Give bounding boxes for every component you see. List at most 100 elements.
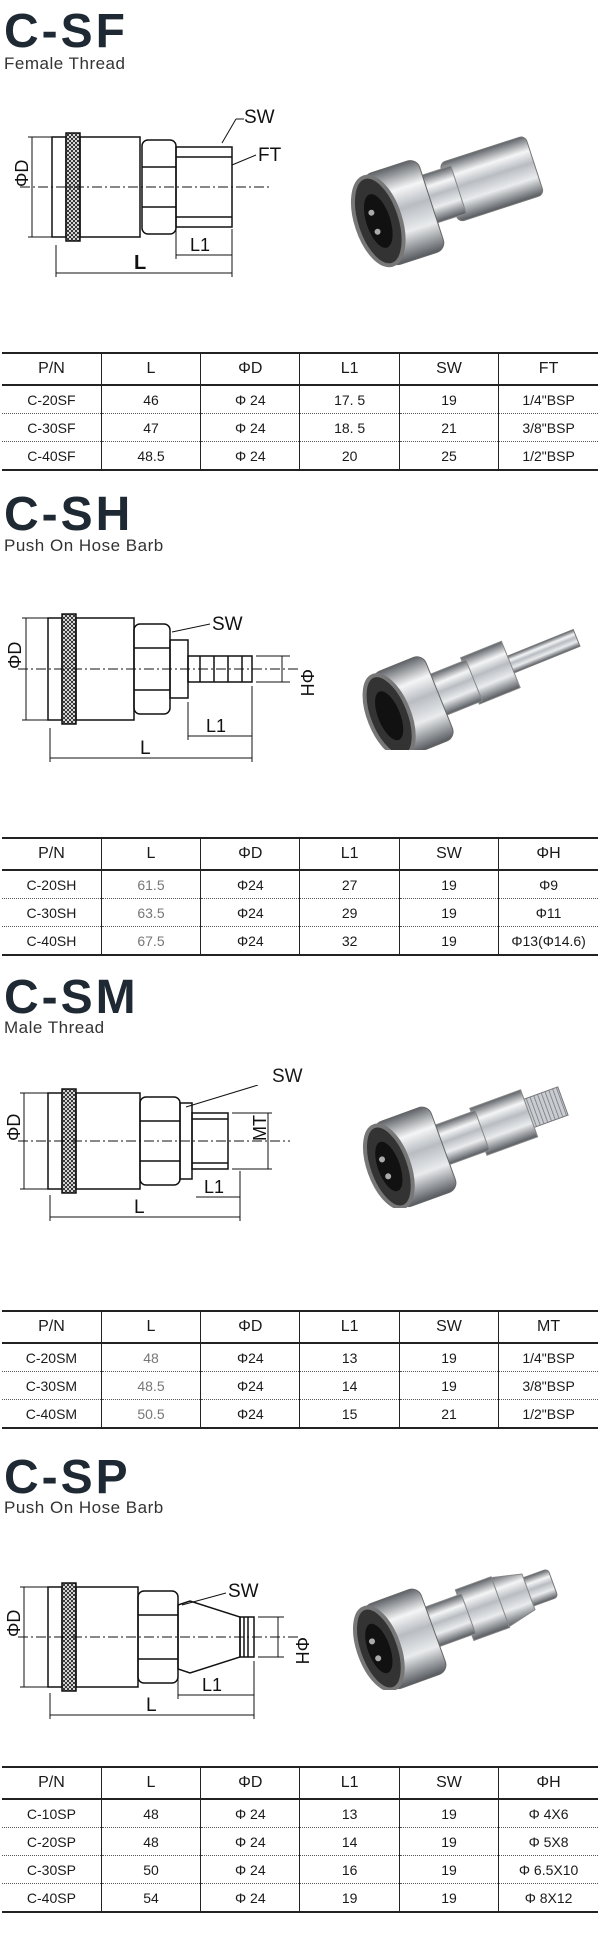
spec-table: P/N L ΦD L1 SW FT C-20SF 46 Φ 24 17. 5 1…	[2, 352, 598, 471]
table-cell: 48	[100, 1827, 201, 1856]
table-header-row: P/N L ΦD L1 SW ΦH	[2, 1766, 598, 1800]
table-cell: Φ 24	[200, 441, 300, 471]
table-cell: C-40SH	[2, 926, 102, 956]
column-header: P/N	[2, 1310, 102, 1344]
table-cell: C-10SP	[2, 1799, 102, 1828]
table-cell: 32	[299, 926, 400, 956]
table-cell: 21	[398, 1399, 499, 1429]
product-photo	[362, 628, 581, 750]
column-header: ΦD	[200, 837, 300, 871]
spec-table: P/N L ΦD L1 SW MT C-20SM 48 Φ24 13 19 1/…	[2, 1310, 598, 1429]
table-cell: 19	[398, 1883, 499, 1913]
dim-label-d: ΦD	[4, 1610, 24, 1637]
column-header: SW	[398, 837, 499, 871]
dim-label-l1: L1	[206, 716, 226, 736]
table-cell: Φ24	[200, 870, 300, 899]
table-cell: 47	[100, 413, 201, 442]
column-header: ΦD	[200, 352, 300, 386]
dim-label-d: ΦD	[5, 642, 25, 669]
column-header: MT	[498, 1310, 598, 1344]
table-cell: Φ 24	[200, 1855, 300, 1884]
table-cell: 13	[299, 1343, 400, 1372]
column-header: L	[100, 1310, 201, 1344]
table-cell: 48.5	[100, 441, 201, 471]
table-header-row: P/N L ΦD L1 SW FT	[2, 352, 598, 386]
dim-label-l: L	[140, 738, 151, 759]
table-cell: 19	[398, 1799, 499, 1828]
table-cell: 17. 5	[299, 385, 400, 414]
column-header: SW	[398, 1310, 499, 1344]
table-row: C-30SF 47 Φ 24 18. 5 21 3/8"BSP	[2, 413, 598, 442]
table-cell: Φ 24	[200, 413, 300, 442]
table-row: C-40SM 50.5 Φ24 15 21 1/2"BSP	[2, 1399, 598, 1429]
column-header: L1	[299, 352, 400, 386]
table-cell: 19	[398, 926, 499, 956]
table-cell: Φ24	[200, 1343, 300, 1372]
table-cell: 14	[299, 1827, 400, 1856]
table-cell: 1/4"BSP	[498, 1343, 598, 1372]
section-subtitle: Male Thread	[4, 1018, 105, 1037]
table-row: C-40SF 48.5 Φ 24 20 25 1/2"BSP	[2, 441, 598, 471]
dim-label-end: ΦH	[297, 669, 317, 696]
section-subtitle: Push On Hose Barb	[4, 1498, 164, 1517]
table-cell: 19	[398, 1343, 499, 1372]
table-cell: C-30SM	[2, 1371, 102, 1400]
table-cell: 19	[398, 870, 499, 899]
table-cell: Φ 5X8	[498, 1827, 598, 1856]
dim-label-d: ΦD	[12, 160, 32, 187]
table-cell: 29	[299, 898, 400, 927]
table-cell: C-40SP	[2, 1883, 102, 1913]
technical-drawing: ΦD SW FT L1 L	[12, 107, 282, 277]
table-cell: 19	[398, 1371, 499, 1400]
column-header: L1	[299, 1766, 400, 1800]
table-cell: Φ 6.5X10	[498, 1855, 598, 1884]
spec-table: P/N L ΦD L1 SW ΦH C-20SH 61.5 Φ24 27 19 …	[2, 837, 598, 956]
table-cell: 18. 5	[299, 413, 400, 442]
table-row: C-30SP 50 Φ 24 16 19 Φ 6.5X10	[2, 1855, 598, 1884]
dim-label-l: L	[134, 252, 146, 274]
section-c-sh: C-SH Push On Hose Barb ΦD SW ΦH L1 L	[0, 480, 600, 960]
dim-label-l: L	[146, 1695, 157, 1716]
dim-label-d: ΦD	[4, 1114, 24, 1141]
table-cell: 46	[100, 385, 201, 414]
table-cell: C-20SH	[2, 870, 102, 899]
table-cell: Φ11	[498, 898, 598, 927]
table-cell: C-20SM	[2, 1343, 102, 1372]
table-cell: C-30SP	[2, 1855, 102, 1884]
technical-drawing: ΦD MT L1 L	[4, 1085, 290, 1221]
column-header: L	[100, 1766, 201, 1800]
table-cell: C-20SF	[2, 385, 102, 414]
column-header: L	[100, 837, 201, 871]
table-cell: 13	[299, 1799, 400, 1828]
table-cell: C-30SH	[2, 898, 102, 927]
table-cell: 19	[398, 1855, 499, 1884]
table-cell: 25	[398, 441, 499, 471]
dim-label-sw: SW	[244, 107, 275, 128]
table-cell: C-30SF	[2, 413, 102, 442]
table-cell: 19	[398, 898, 499, 927]
product-photo	[350, 136, 544, 268]
table-header-row: P/N L ΦD L1 SW MT	[2, 1310, 598, 1344]
table-cell: C-20SP	[2, 1827, 102, 1856]
section-c-sp: C-SP Push On Hose Barb ΦD SW ΦH L1 L	[0, 1440, 600, 1957]
dim-label-sw: SW	[212, 614, 243, 635]
product-photo	[352, 1569, 558, 1690]
table-row: C-20SH 61.5 Φ24 27 19 Φ9	[2, 870, 598, 899]
table-cell: 19	[398, 1827, 499, 1856]
table-cell: 15	[299, 1399, 400, 1429]
table-cell: Φ 8X12	[498, 1883, 598, 1913]
table-cell: 16	[299, 1855, 400, 1884]
table-cell: 3/8"BSP	[498, 1371, 598, 1400]
table-cell: 20	[299, 441, 400, 471]
table-cell: C-40SM	[2, 1399, 102, 1429]
table-cell: 63.5	[100, 898, 201, 927]
dim-label-end: ΦH	[292, 1637, 312, 1664]
table-cell: 27	[299, 870, 400, 899]
table-cell: 50	[100, 1855, 201, 1884]
column-header: P/N	[2, 352, 102, 386]
table-cell: Φ 4X6	[498, 1799, 598, 1828]
table-cell: Φ24	[200, 1399, 300, 1429]
table-cell: 54	[100, 1883, 201, 1913]
technical-drawing: ΦD SW ΦH L1 L	[4, 1581, 312, 1719]
table-cell: 1/2"BSP	[498, 441, 598, 471]
